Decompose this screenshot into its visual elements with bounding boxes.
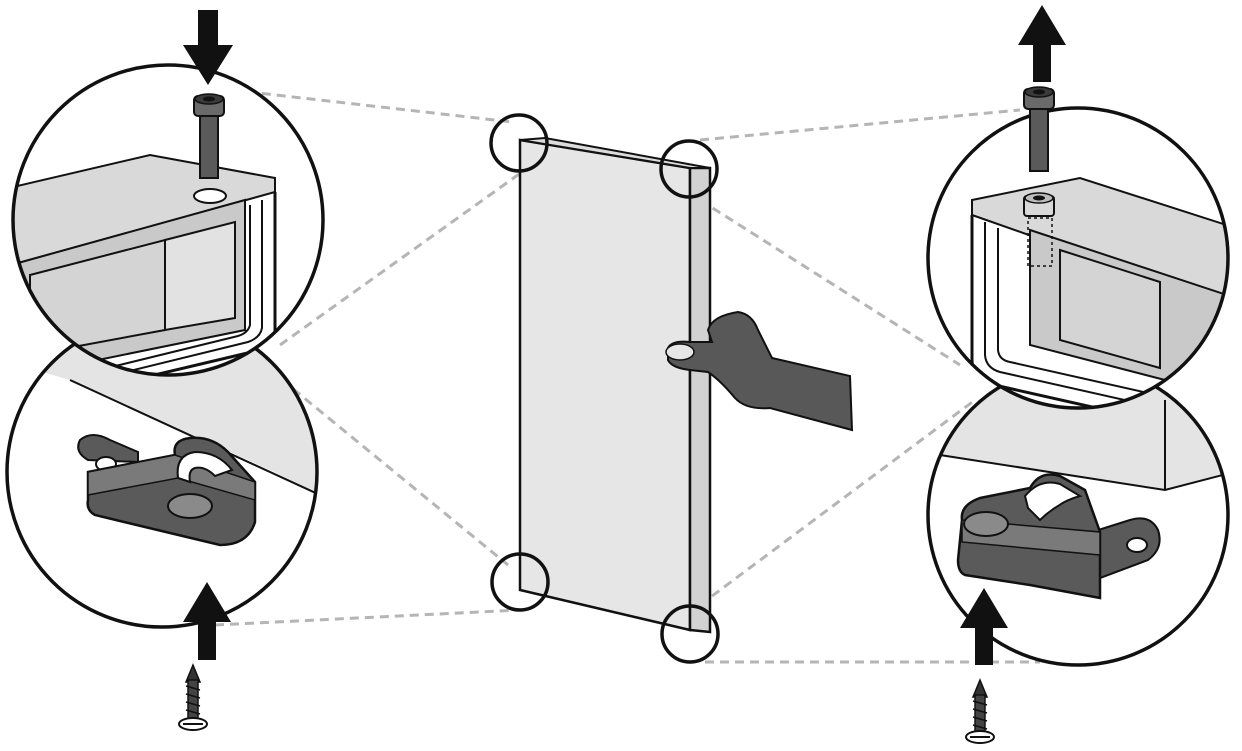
arrow-up-icon — [1018, 5, 1066, 82]
leader-line — [699, 198, 961, 367]
wood-screw-icon — [965, 678, 995, 744]
corner-marker — [659, 139, 719, 199]
corner-marker — [489, 113, 549, 173]
hinge-bracket-icon — [956, 473, 1161, 600]
leader-line — [269, 368, 509, 567]
corner-marker — [660, 604, 720, 664]
corner-marker — [490, 552, 550, 612]
detail-circle-top-left — [11, 63, 325, 377]
arrow-up-icon — [960, 588, 1008, 665]
wood-screw-icon — [178, 663, 208, 731]
hand-icon — [665, 310, 854, 432]
leader-line — [231, 88, 513, 124]
detail-circle-bottom-left — [5, 315, 319, 629]
leader-line — [279, 170, 523, 347]
arrow-down-icon — [183, 10, 233, 85]
arrow-up-icon — [183, 582, 231, 660]
corner-markers — [489, 113, 720, 664]
detail-circle-top-right — [926, 106, 1230, 410]
hex-bolt-icon — [1023, 86, 1055, 172]
leader-line — [214, 608, 521, 627]
hex-bolt-icon — [193, 93, 225, 179]
hinge-bracket-icon — [77, 434, 257, 547]
leader-line — [699, 108, 1021, 142]
leader-lines — [214, 88, 1040, 664]
door-panel — [518, 136, 712, 634]
leader-line — [699, 398, 976, 607]
